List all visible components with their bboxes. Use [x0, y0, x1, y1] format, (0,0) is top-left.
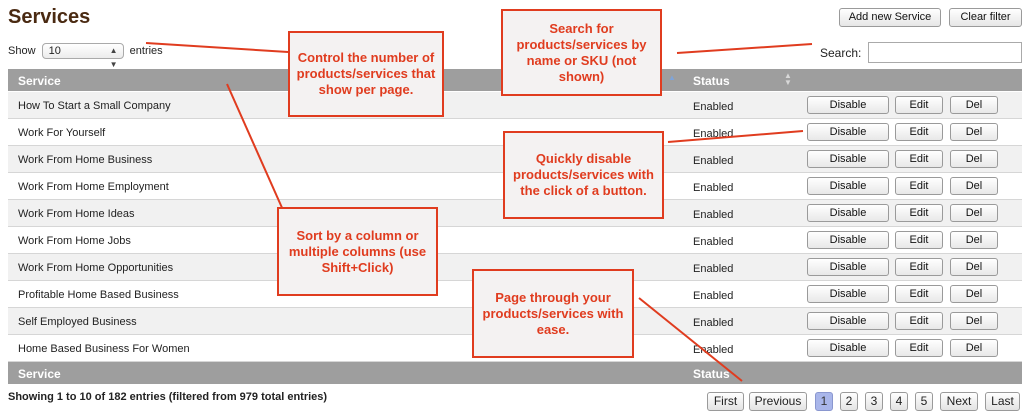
- delete-button[interactable]: Del: [950, 285, 998, 303]
- service-status: Enabled: [693, 290, 734, 302]
- disable-button[interactable]: Disable: [807, 339, 889, 357]
- show-label: Show: [8, 45, 36, 57]
- disable-button[interactable]: Disable: [807, 150, 889, 168]
- previous-page-button[interactable]: Previous: [749, 392, 807, 411]
- service-name: Work From Home Jobs: [18, 235, 131, 247]
- column-header-service[interactable]: Service: [18, 74, 61, 88]
- page-button-3[interactable]: 3: [865, 392, 883, 411]
- delete-button[interactable]: Del: [950, 339, 998, 357]
- service-name: Work For Yourself: [18, 127, 106, 139]
- disable-button[interactable]: Disable: [807, 285, 889, 303]
- service-status: Enabled: [693, 344, 734, 356]
- delete-button[interactable]: Del: [950, 177, 998, 195]
- service-status: Enabled: [693, 263, 734, 275]
- arrow-entries: [145, 42, 289, 53]
- entries-select[interactable]: 10 ▲▼: [41, 43, 124, 69]
- entries-label: entries: [129, 45, 163, 57]
- column-header-status[interactable]: Status: [693, 74, 730, 88]
- edit-button[interactable]: Edit: [895, 177, 943, 195]
- service-name: Work From Home Business: [18, 154, 153, 166]
- callout-disable: Quickly disable products/services with t…: [503, 131, 664, 219]
- delete-button[interactable]: Del: [950, 123, 998, 141]
- next-page-button[interactable]: Next: [940, 392, 978, 411]
- edit-button[interactable]: Edit: [895, 312, 943, 330]
- callout-sort: Sort by a column or multiple columns (us…: [277, 207, 438, 296]
- service-status: Enabled: [693, 209, 734, 221]
- disable-button[interactable]: Disable: [807, 96, 889, 114]
- callout-paging: Page through your products/services with…: [472, 269, 634, 358]
- service-name: Profitable Home Based Business: [18, 289, 179, 301]
- edit-button[interactable]: Edit: [895, 339, 943, 357]
- edit-button[interactable]: Edit: [895, 150, 943, 168]
- entries-select-value: 10: [48, 45, 61, 58]
- service-name: Work From Home Ideas: [18, 208, 135, 220]
- delete-button[interactable]: Del: [950, 258, 998, 276]
- disable-button[interactable]: Disable: [807, 258, 889, 276]
- delete-button[interactable]: Del: [950, 312, 998, 330]
- service-name: Work From Home Opportunities: [18, 262, 174, 274]
- service-name: Home Based Business For Women: [18, 343, 190, 355]
- delete-button[interactable]: Del: [950, 231, 998, 249]
- table-footer: Service Status: [8, 362, 1022, 384]
- search-input[interactable]: [868, 42, 1022, 63]
- footer-column-status[interactable]: Status: [693, 367, 730, 381]
- disable-button[interactable]: Disable: [807, 231, 889, 249]
- arrow-search: [676, 43, 813, 54]
- chevron-updown-icon: ▲▼: [109, 46, 118, 69]
- edit-button[interactable]: Edit: [895, 204, 943, 222]
- edit-button[interactable]: Edit: [895, 123, 943, 141]
- last-page-button[interactable]: Last: [985, 392, 1020, 411]
- search-label: Search:: [820, 46, 862, 60]
- delete-button[interactable]: Del: [950, 150, 998, 168]
- add-new-service-button[interactable]: Add new Service: [839, 8, 941, 27]
- first-page-button[interactable]: First: [707, 392, 744, 411]
- sort-ascending-icon: ▲: [668, 73, 676, 82]
- sort-both-icon: ▲▼: [784, 71, 792, 87]
- delete-button[interactable]: Del: [950, 96, 998, 114]
- edit-button[interactable]: Edit: [895, 231, 943, 249]
- disable-button[interactable]: Disable: [807, 312, 889, 330]
- service-status: Enabled: [693, 155, 734, 167]
- disable-button[interactable]: Disable: [807, 123, 889, 141]
- service-status: Enabled: [693, 182, 734, 194]
- footer-column-service[interactable]: Service: [18, 367, 61, 381]
- table-info: Showing 1 to 10 of 182 entries (filtered…: [8, 391, 328, 403]
- delete-button[interactable]: Del: [950, 204, 998, 222]
- page-button-4[interactable]: 4: [890, 392, 908, 411]
- callout-search: Search for products/services by name or …: [501, 9, 662, 96]
- clear-filter-button[interactable]: Clear filter: [949, 8, 1022, 27]
- page-button-1[interactable]: 1: [815, 392, 833, 411]
- service-name: Work From Home Employment: [18, 181, 169, 193]
- edit-button[interactable]: Edit: [895, 258, 943, 276]
- service-status: Enabled: [693, 317, 734, 329]
- table-row: Work From Home Opportunities Enabled Disab…: [8, 254, 1022, 281]
- callout-entries: Control the number of products/services …: [288, 31, 444, 117]
- service-name: Self Employed Business: [18, 316, 137, 328]
- table-row: Home Based Business For Women Enabled Disa…: [8, 335, 1022, 362]
- page-title: Services: [8, 6, 91, 28]
- service-status: Enabled: [693, 101, 734, 113]
- page-button-5[interactable]: 5: [915, 392, 933, 411]
- table-row: How To Start a Small Company Enabled Disab…: [8, 92, 1022, 119]
- page-button-2[interactable]: 2: [840, 392, 858, 411]
- service-name: How To Start a Small Company: [18, 100, 171, 112]
- disable-button[interactable]: Disable: [807, 204, 889, 222]
- disable-button[interactable]: Disable: [807, 177, 889, 195]
- service-status: Enabled: [693, 236, 734, 248]
- table-row: Work From Home Jobs Enabled Disable Edit Del: [8, 227, 1022, 254]
- service-status: Enabled: [693, 128, 734, 140]
- edit-button[interactable]: Edit: [895, 285, 943, 303]
- entries-length-control: Show 10 ▲▼ entries: [8, 43, 163, 69]
- edit-button[interactable]: Edit: [895, 96, 943, 114]
